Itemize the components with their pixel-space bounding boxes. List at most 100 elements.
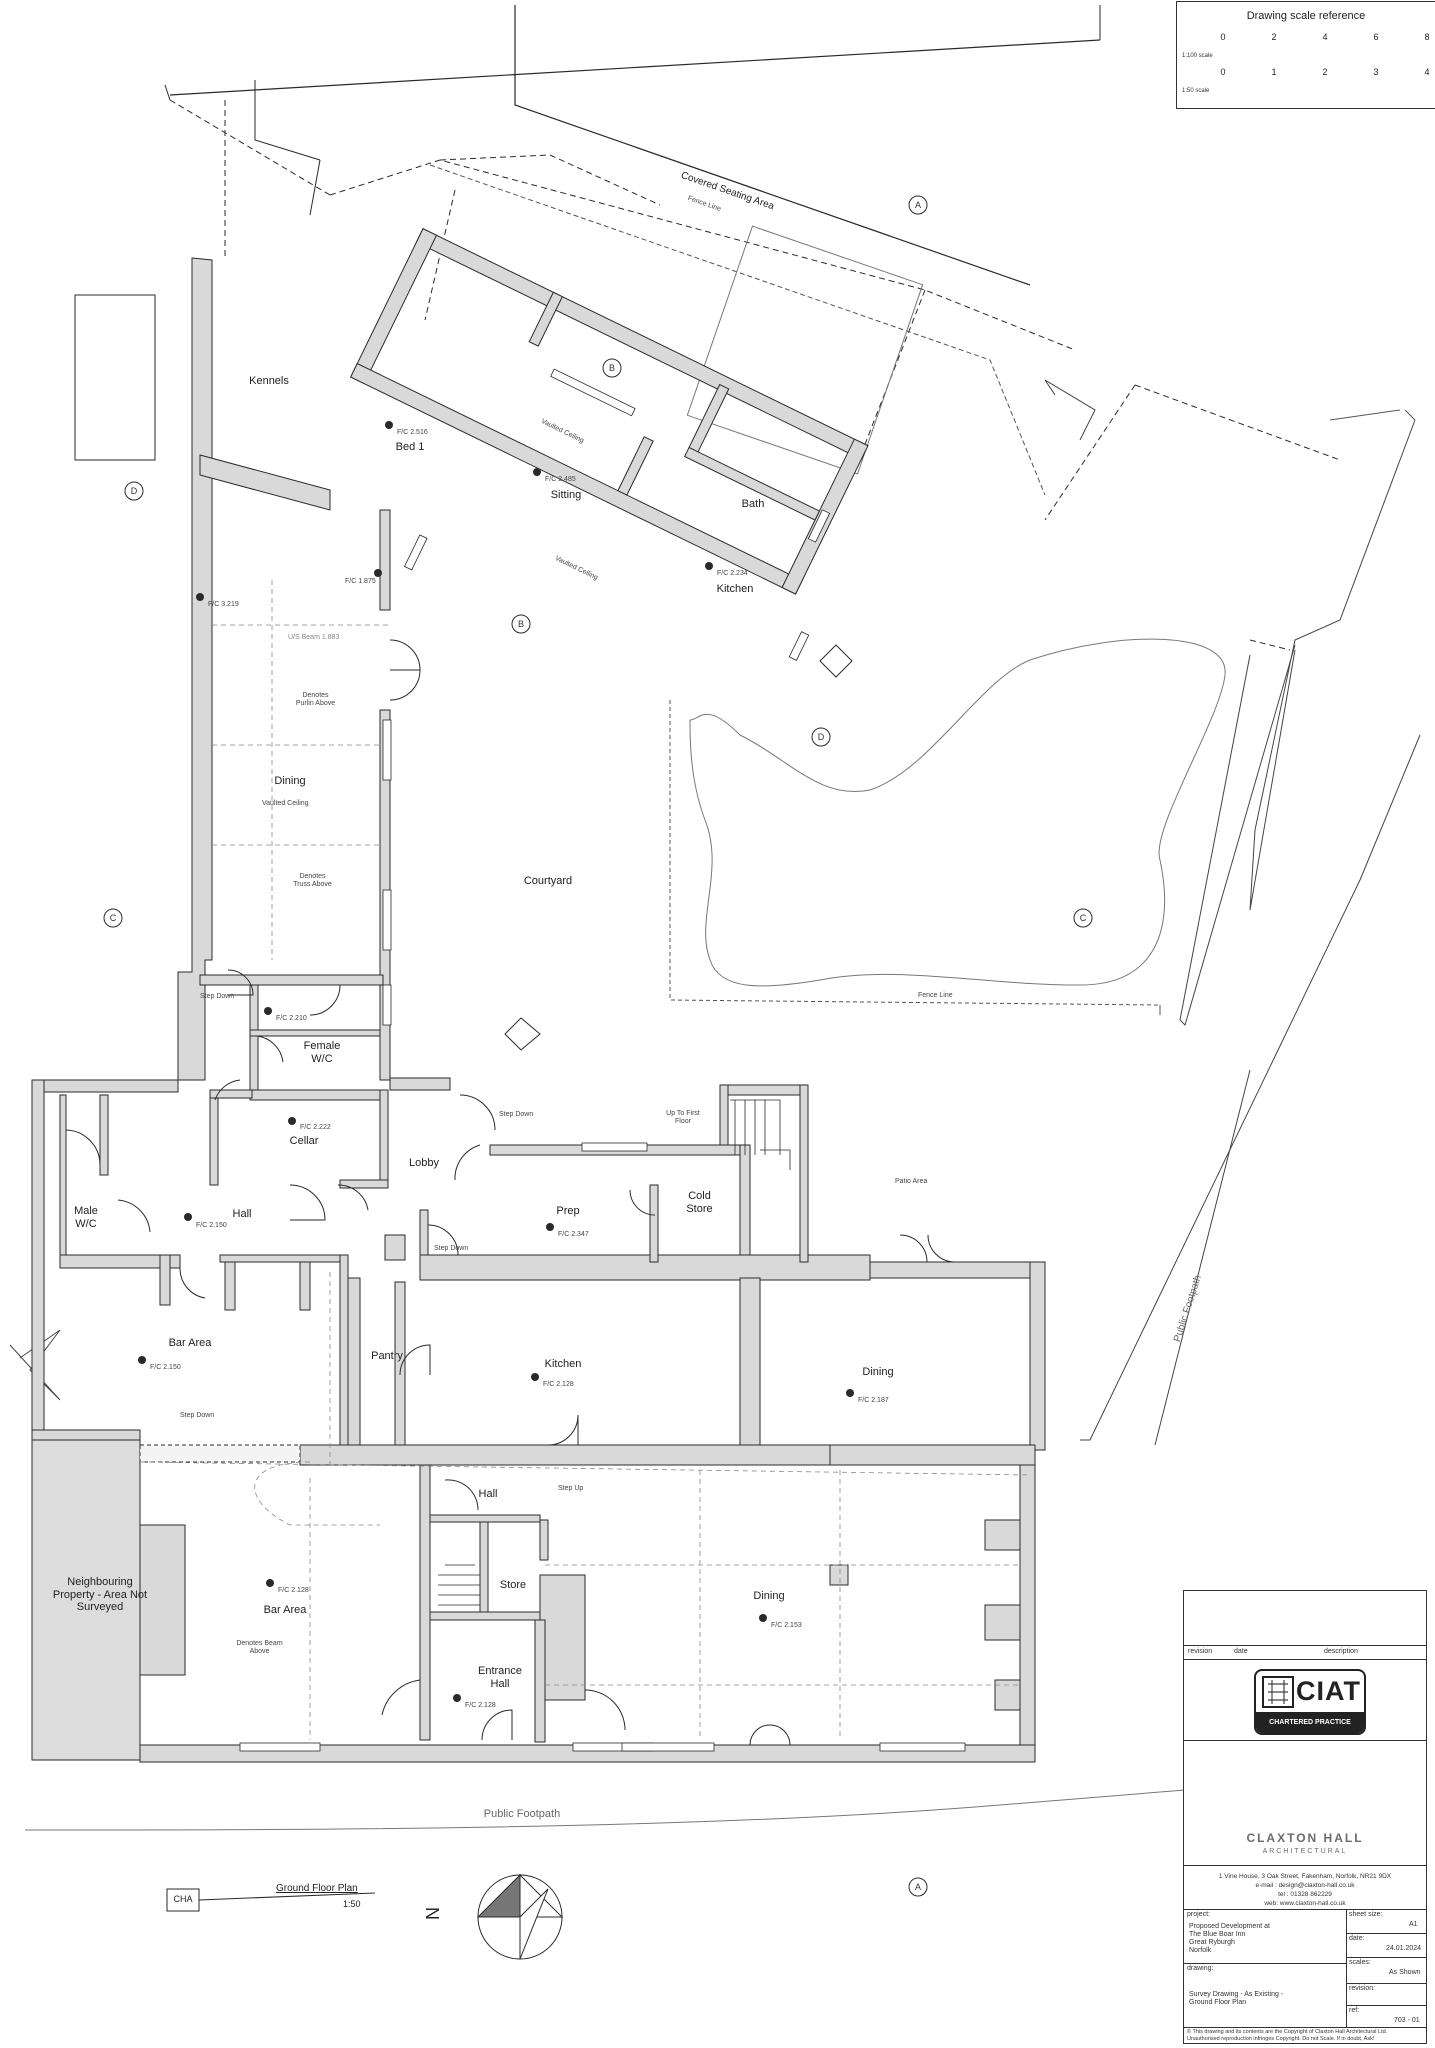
scale-row2-tick: 1 (1271, 67, 1277, 77)
level-fc-2153: F/C 2.153 (771, 1622, 802, 1629)
scale-title: Drawing scale reference (1246, 10, 1366, 22)
note-denotes-purlin: Denotes Purlin Above (295, 692, 336, 708)
tb-head-date: date (1234, 1648, 1248, 1655)
note-step-down-4: Step Down (180, 1412, 215, 1419)
room-dining-east: Dining (862, 1366, 894, 1378)
level-fc-2347: F/C 2.347 (558, 1231, 589, 1238)
note-vaulted-ceiling-3: Vaulted Ceiling (262, 800, 309, 807)
tb-sheet-size: A1 (1409, 1921, 1418, 1928)
north-arrow (476, 1873, 564, 1960)
company-web: web: www.claxton-hall.co.uk (1264, 1900, 1346, 1907)
covered-seating-boundary (514, 5, 1031, 286)
room-bar-area-south: Bar Area (263, 1604, 307, 1616)
section-marker-a-bottom: A (914, 1882, 922, 1892)
scale-row2-tick: 2 (1322, 67, 1328, 77)
north-label: N (422, 1907, 442, 1920)
tb-copyright-2: Unauthorised reproduction infringes Copy… (1187, 2036, 1375, 2042)
level-fc-2150-bar: F/C 2.150 (150, 1364, 181, 1371)
small-building-outline (74, 294, 156, 461)
tb-project-label: project: (1187, 1911, 1210, 1918)
level-fc-2150-hall: F/C 2.150 (196, 1222, 227, 1229)
tb-scales: As Shown (1389, 1969, 1421, 1976)
tb-drawing-line-2: Ground Floor Plan (1189, 1999, 1247, 2006)
level-fc-2128-bar: F/C 2.128 (278, 1587, 309, 1594)
section-marker-a-top: A (914, 200, 922, 210)
drawing-name: Ground Floor Plan (276, 1883, 358, 1894)
section-marker-b-mid: B (517, 619, 525, 629)
room-male-wc: Male W/C (74, 1205, 98, 1230)
room-bed1: Bed 1 (395, 441, 425, 453)
site-boundary-line (169, 39, 1101, 96)
room-dining-wing: Dining (274, 775, 306, 787)
tb-drawing-label: drawing: (1187, 1965, 1214, 1972)
company-name: CLAXTON HALL (1246, 1831, 1364, 1845)
note-up-to-first-floor: Up To First Floor (666, 1110, 700, 1126)
level-fc-2222: F/C 2.222 (300, 1124, 331, 1131)
tb-project-line-3: Great Ryburgh (1189, 1939, 1235, 1946)
scale-row2-tick: 0 (1220, 67, 1226, 77)
scale-row1-tick: 6 (1373, 32, 1379, 42)
room-hall-south: Hall (478, 1488, 498, 1500)
level-fc-2485: F/C 2.485 (545, 476, 576, 483)
section-marker-d-left: D (130, 486, 138, 496)
room-entrance-hall: Entrance Hall (477, 1665, 523, 1690)
company-email: e-mail : design@claxton-hall.co.uk (1255, 1882, 1355, 1889)
tb-project-line-4: Norfolk (1189, 1947, 1212, 1954)
scale-row1-tick: 0 (1220, 32, 1226, 42)
courtyard-label: Courtyard (523, 875, 573, 887)
level-fc-2516: F/C 2.516 (397, 429, 428, 436)
scale-row2-tick: 3 (1373, 67, 1379, 77)
drawing-scale: 1:50 (343, 1899, 361, 1909)
tb-scales-label: scales: (1349, 1959, 1371, 1966)
note-denotes-beam: Denotes Beam Above (236, 1640, 283, 1656)
company-address: 1 Vine House, 3 Oak Street, Fakenham, No… (1218, 1873, 1392, 1880)
tb-date-label: date: (1349, 1935, 1365, 1942)
room-cellar: Cellar (289, 1135, 319, 1147)
room-kitchen-main: Kitchen (544, 1358, 582, 1370)
public-footpath-bottom-label: Public Footpath (483, 1808, 561, 1820)
tb-revision-label: revision: (1349, 1985, 1376, 1992)
room-female-wc: Female W/C (303, 1040, 341, 1065)
level-fc-1875: F/C 1.875 (345, 578, 376, 585)
level-fc-2210: F/C 2.210 (276, 1015, 307, 1022)
tb-head-description: description (1324, 1648, 1358, 1655)
room-kitchen-annex: Kitchen (716, 583, 754, 595)
tb-ref: 703 - 01 (1394, 2017, 1420, 2024)
scale-row1-label: 1:100 scale (1182, 53, 1213, 59)
title-block: revision date description CIAT CHARTERED… (1183, 1590, 1427, 2044)
room-sitting: Sitting (550, 489, 582, 501)
room-dining-south: Dining (753, 1590, 785, 1602)
note-step-down-2: Step Down (499, 1111, 534, 1118)
level-fc-3219: F/C 3.219 (208, 601, 239, 608)
tb-project-line-1: Proposed Development at (1189, 1923, 1270, 1930)
level-fc-2128-kitchen: F/C 2.128 (543, 1381, 574, 1388)
level-fc-2234: F/C 2.234 (717, 570, 748, 577)
room-bar-area-north: Bar Area (168, 1337, 212, 1349)
kennels-label: Kennels (249, 375, 289, 387)
room-cold-store: Cold Store (686, 1190, 713, 1215)
room-hall-north: Hall (232, 1208, 252, 1220)
note-step-up: Step Up (558, 1485, 584, 1492)
section-marker-c-right: C (1079, 913, 1087, 923)
level-fc-2187: F/C 2.187 (858, 1397, 889, 1404)
section-marker-c-left: C (109, 913, 117, 923)
patio-area-label: Patio Area (895, 1178, 928, 1185)
tb-sheet-size-label: sheet size: (1349, 1911, 1383, 1918)
scale-row1-tick: 4 (1322, 32, 1328, 42)
scale-row1-tick: 8 (1424, 32, 1430, 42)
room-prep: Prep (556, 1205, 580, 1217)
fence-line-bottom-label: Fence Line (918, 992, 953, 999)
scale-row1-tick: 2 (1271, 32, 1277, 42)
tb-copyright-1: © This drawing and its contents are the … (1187, 2029, 1388, 2035)
note-step-down-3: Step Down (434, 1245, 469, 1252)
ciat-band: CHARTERED PRACTICE (1256, 1712, 1364, 1733)
ciat-logo: CIAT CHARTERED PRACTICE (1254, 1669, 1366, 1735)
company-subtitle: ARCHITECTURAL (1262, 1848, 1348, 1855)
company-tel: tel : 01328 862229 (1278, 1891, 1332, 1898)
drawing-ref: CHA (173, 1894, 193, 1904)
note-step-down-1: Step Down (200, 993, 235, 1000)
room-store: Store (499, 1579, 527, 1591)
scale-row2-label: 1:50 scale (1182, 88, 1210, 94)
